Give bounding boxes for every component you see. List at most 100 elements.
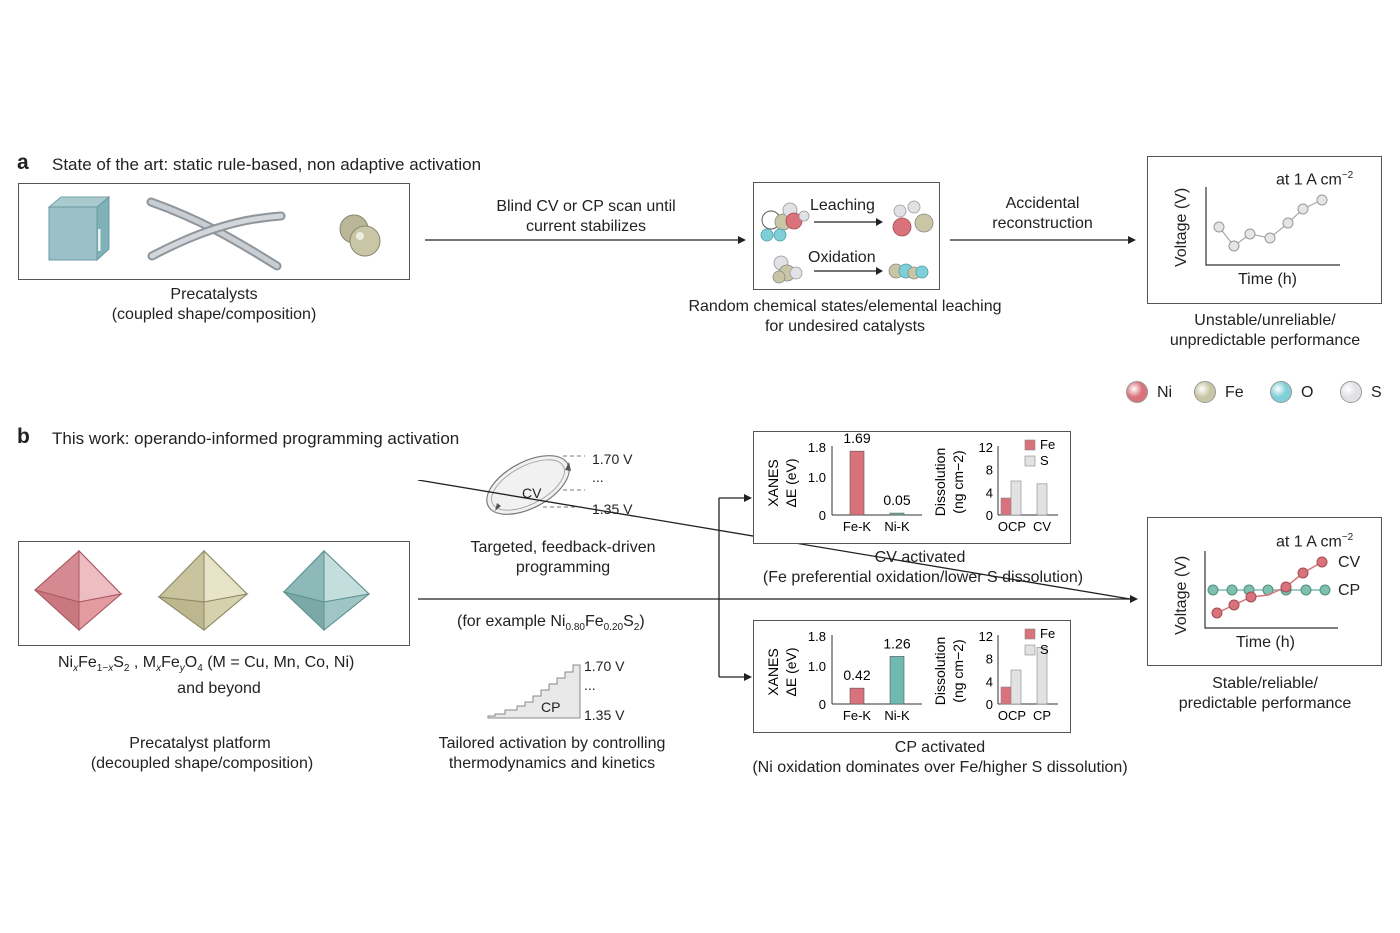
dissolution-legend-label: S bbox=[1040, 642, 1049, 657]
cv-ellipsis: ... bbox=[592, 469, 604, 485]
result-caption-b1: Stable/reliable/ bbox=[1212, 675, 1318, 692]
leaching-arrow bbox=[814, 218, 883, 226]
xanes-data-label: 0.42 bbox=[843, 667, 870, 683]
xanes-data-label: 1.69 bbox=[843, 432, 870, 446]
cv-v-low: 1.35 V bbox=[592, 501, 633, 517]
legend-swatch-s bbox=[1340, 381, 1362, 403]
plot-b-xlabel: Time (h) bbox=[1236, 634, 1295, 651]
cv-label: CV bbox=[522, 485, 542, 501]
dissolution-bar-fe bbox=[1000, 497, 1012, 516]
dissolution-category-label: OCP bbox=[998, 519, 1026, 534]
xanes-category-label: Ni-K bbox=[884, 708, 910, 723]
precatalyst-box-a bbox=[18, 183, 410, 280]
dissolution-ylabel-2: (ng cm−2) bbox=[950, 639, 966, 702]
plot-a-xlabel: Time (h) bbox=[1238, 271, 1297, 288]
dissolution-legend-label: S bbox=[1040, 453, 1049, 468]
plot-b-cv-point bbox=[1297, 567, 1309, 579]
nanowire-precatalyst bbox=[146, 197, 286, 271]
xanes-tick-label: 1.8 bbox=[808, 629, 826, 644]
legend-swatch-ni bbox=[1126, 381, 1148, 403]
plot-b-current-label: at 1 A cm−2 bbox=[1276, 532, 1354, 551]
panel-b-letter: b bbox=[17, 425, 30, 448]
plot-b-cp-point bbox=[1207, 584, 1219, 596]
xanes-data-label: 1.26 bbox=[883, 635, 910, 651]
sphere-precatalyst bbox=[339, 214, 381, 257]
dissolution-ylabel-2: (ng cm−2) bbox=[950, 450, 966, 513]
arrow-accidental bbox=[950, 236, 1136, 244]
leaching-after-cluster bbox=[892, 200, 934, 237]
oxidation-after-cluster bbox=[888, 263, 929, 280]
legend-swatch-fe bbox=[1194, 381, 1216, 403]
dissolution-ylabel-1: Dissolution bbox=[932, 448, 948, 516]
dissolution-legend-label: Fe bbox=[1040, 437, 1055, 452]
targeted-caption-2: programming bbox=[515, 559, 611, 576]
xanes-tick-label: 0 bbox=[819, 508, 826, 523]
legend-swatch-o bbox=[1270, 381, 1292, 403]
dissolution-category-label: OCP bbox=[998, 708, 1026, 723]
xanes-ylabel-2: ΔE (eV) bbox=[783, 458, 799, 507]
plot-a-point bbox=[1282, 217, 1294, 229]
dissolution-tick-label: 0 bbox=[986, 508, 993, 523]
plot-a-point bbox=[1228, 240, 1240, 252]
result-caption-b2: predictable performance bbox=[1178, 695, 1352, 712]
cp-staircase-icon bbox=[487, 664, 581, 719]
xanes-ylabel-1: XANES bbox=[765, 459, 781, 506]
arrow2-label-1: Accidental bbox=[1005, 195, 1080, 212]
precatalyst-box-b bbox=[18, 541, 410, 646]
plot-a-axes bbox=[1205, 187, 1340, 266]
legend-label-s: S bbox=[1371, 384, 1382, 401]
plot-b-cp-point bbox=[1319, 584, 1331, 596]
panel-b-title: This work: operando-informed programming… bbox=[52, 429, 460, 448]
platform-caption-2: (decoupled shape/composition) bbox=[90, 755, 314, 772]
dissolution-tick-label: 8 bbox=[986, 463, 993, 478]
cp-activated-title: CP activated bbox=[894, 739, 986, 756]
dissolution-legend-swatch bbox=[1024, 439, 1036, 451]
plot-a-point bbox=[1244, 228, 1256, 240]
dissolution-bar-s bbox=[1036, 483, 1048, 516]
xanes-bar bbox=[889, 512, 905, 516]
xanes-ylabel-1: XANES bbox=[765, 648, 781, 695]
plot-b-cp-point bbox=[1300, 584, 1312, 596]
plot-b-series-cp: CP bbox=[1338, 582, 1361, 599]
xanes-bar bbox=[849, 450, 865, 516]
cv-activated-title: CV activated bbox=[874, 549, 966, 566]
xanes-category-label: Fe-K bbox=[843, 519, 872, 534]
example-text: (for example Ni0.80Fe0.20S2) bbox=[457, 613, 645, 634]
legend-label-o: O bbox=[1301, 384, 1314, 401]
dissolution-legend-swatch bbox=[1024, 628, 1036, 640]
panel-a-title: State of the art: static rule-based, non… bbox=[52, 155, 482, 174]
dissolution-bar-s bbox=[1010, 480, 1022, 516]
oxidation-before-cluster bbox=[772, 255, 803, 284]
dissolution-legend-swatch bbox=[1024, 455, 1036, 467]
middle-caption-a1: Random chemical states/elemental leachin… bbox=[688, 298, 1002, 315]
cube-precatalyst bbox=[47, 195, 111, 262]
leaching-label: Leaching bbox=[810, 197, 875, 214]
precatalyst-caption-a1: Precatalysts bbox=[170, 286, 258, 303]
xanes-tick-label: 1.8 bbox=[808, 440, 826, 455]
plot-b-axes bbox=[1204, 551, 1338, 629]
middle-caption-a2: for undesired catalysts bbox=[764, 318, 926, 335]
cp-ellipsis: ... bbox=[584, 677, 596, 693]
tailored-caption-1: Tailored activation by controlling bbox=[438, 735, 666, 752]
plot-a-point bbox=[1316, 194, 1328, 206]
dissolution-bar-fe bbox=[1000, 686, 1012, 705]
xanes-tick-label: 0 bbox=[819, 697, 826, 712]
dissolution-legend-swatch bbox=[1024, 644, 1036, 656]
result-caption-a1: Unstable/unreliable/ bbox=[1194, 312, 1336, 329]
plot-stable: at 1 A cm−2 Voltage (V) Time (h) CV CP bbox=[1147, 517, 1382, 666]
plot-b-cv-point bbox=[1228, 599, 1240, 611]
cp-label: CP bbox=[541, 699, 561, 715]
leaching-before-cluster bbox=[760, 202, 810, 242]
xanes-bar bbox=[889, 656, 905, 705]
plot-b-cv-point bbox=[1316, 556, 1328, 568]
octahedron-fe bbox=[157, 549, 249, 632]
plot-b-cv-point bbox=[1245, 591, 1257, 603]
dissolution-tick-label: 8 bbox=[986, 652, 993, 667]
legend-label-fe: Fe bbox=[1225, 384, 1244, 401]
dissolution-bar-s bbox=[1010, 669, 1022, 705]
arrow1-label-2: current stabilizes bbox=[525, 218, 647, 235]
